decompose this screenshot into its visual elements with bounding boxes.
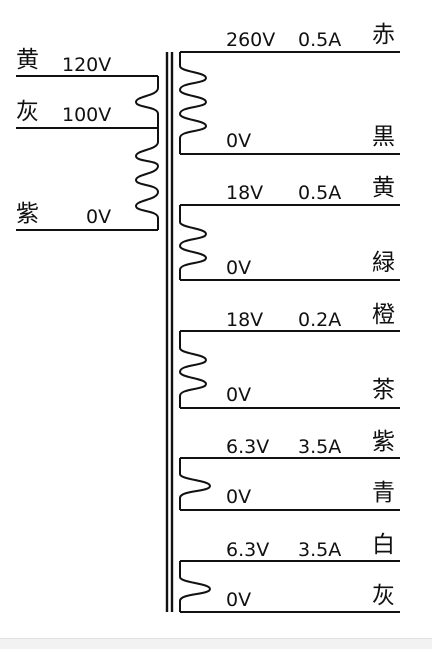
secondary-coil <box>179 458 212 510</box>
secondary-zero-label: 0V <box>226 486 251 508</box>
secondary-winding-5: 6.3V 3.5A 白 0V 灰 <box>179 532 400 613</box>
secondary-voltage-label: 18V <box>226 309 263 331</box>
secondary-bottom-color-label: 灰 <box>372 583 395 609</box>
primary-color-label: 灰 <box>16 99 39 125</box>
secondary-current-label: 0.5A <box>298 182 341 204</box>
secondary-current-label: 3.5A <box>298 436 341 458</box>
secondary-top-color-label: 紫 <box>372 429 395 455</box>
secondary-current-label: 0.2A <box>298 309 341 331</box>
secondary-voltage-label: 6.3V <box>226 539 269 561</box>
primary-voltage-label: 0V <box>86 206 111 228</box>
secondary-current-label: 3.5A <box>298 539 341 561</box>
secondary-coil <box>178 331 208 408</box>
secondary-winding-4: 6.3V 3.5A 紫 0V 青 <box>179 429 400 511</box>
secondary-bottom-color-label: 緑 <box>372 250 395 276</box>
secondary-zero-label: 0V <box>226 130 251 152</box>
secondary-bottom-color-label: 茶 <box>372 377 395 403</box>
secondary-zero-label: 0V <box>226 589 251 611</box>
secondary-coil <box>178 52 208 154</box>
secondary-top-color-label: 白 <box>372 532 395 558</box>
secondary-winding-2: 18V 0.5A 黄 0V 緑 <box>178 175 400 281</box>
secondary-voltage-label: 18V <box>226 182 263 204</box>
secondary-zero-label: 0V <box>226 257 251 279</box>
secondary-winding-1: 260V 0.5A 赤 0V 黒 <box>178 22 400 155</box>
secondary-coil <box>179 561 212 612</box>
primary-color-label: 紫 <box>16 201 39 227</box>
secondary-coil <box>178 205 208 280</box>
primary-voltage-label: 100V <box>62 104 111 126</box>
primary-voltage-label: 120V <box>62 54 111 76</box>
secondary-top-color-label: 黄 <box>372 175 395 201</box>
secondary-bottom-color-label: 青 <box>372 480 395 506</box>
secondary-zero-label: 0V <box>226 384 251 406</box>
primary-color-label: 黄 <box>16 47 39 73</box>
secondary-current-label: 0.5A <box>298 29 341 51</box>
secondary-winding-3: 18V 0.2A 橙 0V 茶 <box>178 302 400 409</box>
secondary-bottom-color-label: 黒 <box>372 124 395 150</box>
footer-strip <box>0 638 432 649</box>
secondary-voltage-label: 6.3V <box>226 436 269 458</box>
primary-winding: 黄 120V 灰 100V 紫 0V <box>16 47 160 231</box>
secondary-top-color-label: 赤 <box>372 22 395 48</box>
secondary-voltage-label: 260V <box>226 29 275 51</box>
primary-coil <box>134 76 160 230</box>
secondary-top-color-label: 橙 <box>372 302 395 328</box>
